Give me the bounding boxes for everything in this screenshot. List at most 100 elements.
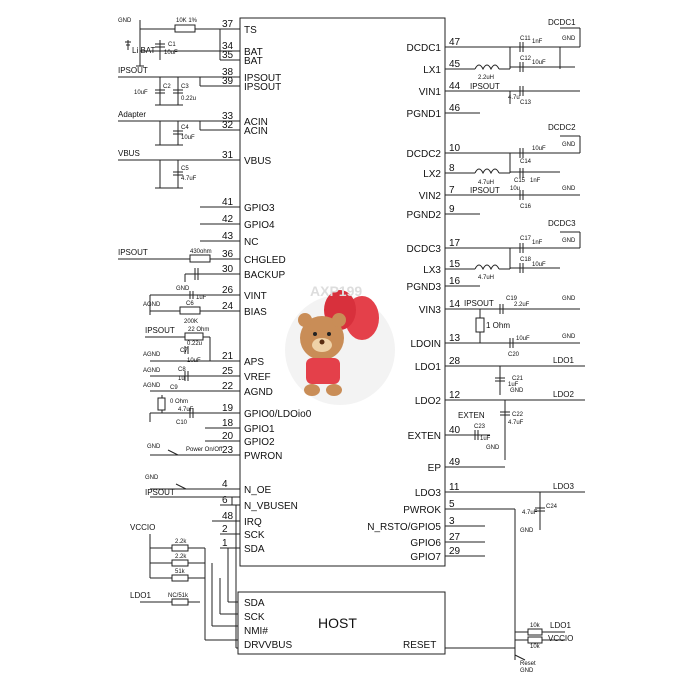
ldo1-label-reset: LDO1 bbox=[550, 621, 571, 630]
c16-val: 10u bbox=[510, 186, 520, 192]
left-pin-number: 25 bbox=[222, 366, 234, 377]
l3-label: 4.7uH bbox=[478, 275, 494, 281]
c23-val: 1uF bbox=[480, 436, 491, 442]
right-pin-number: 28 bbox=[449, 356, 461, 367]
left-pin-number: 4 bbox=[222, 479, 228, 490]
ipsout-label-3: IPSOUT bbox=[145, 326, 175, 335]
right-pin-name: VIN2 bbox=[419, 191, 442, 202]
agnd-label-4: AGND bbox=[143, 383, 161, 389]
r-ts-label: 10K 1% bbox=[176, 18, 198, 24]
right-pin-name: DCDC1 bbox=[407, 43, 442, 54]
right-pin-number: 3 bbox=[449, 516, 455, 527]
c8-label: C8 bbox=[178, 367, 186, 373]
left-pin-number: 1 bbox=[222, 538, 228, 549]
right-pin-number: 49 bbox=[449, 457, 461, 468]
li-bat-label: Li BAT bbox=[132, 46, 156, 55]
left-pin-name: IPSOUT bbox=[244, 82, 281, 93]
gnd-label-top: GND bbox=[118, 18, 132, 24]
c23-label: C23 bbox=[474, 424, 486, 430]
right-pin-name: LX3 bbox=[423, 265, 441, 276]
left-pin-number: 41 bbox=[222, 197, 234, 208]
c13-val: 4.7u bbox=[508, 95, 520, 101]
right-pin-name: VIN1 bbox=[419, 87, 442, 98]
left-pin-name: TS bbox=[244, 25, 257, 36]
left-pin-number: 19 bbox=[222, 403, 234, 414]
r-reset2-label: 10k bbox=[530, 644, 541, 650]
gnd-label-r9: GND bbox=[520, 528, 534, 534]
c5-val: 4.7uF bbox=[181, 176, 197, 182]
gnd-label-noe: GND bbox=[145, 475, 159, 481]
ldo3-label: LDO3 bbox=[553, 482, 574, 491]
right-pin-name: EP bbox=[428, 463, 442, 474]
left-pin-name: IPSOUT bbox=[244, 73, 281, 84]
c20-val: 10uF bbox=[516, 336, 530, 342]
gnd-label-r6: GND bbox=[562, 334, 576, 340]
c10-label: C10 bbox=[176, 420, 188, 426]
left-pin-name: GPIO2 bbox=[244, 437, 275, 448]
dcdc2-label: DCDC2 bbox=[548, 123, 576, 132]
left-pin-number: 23 bbox=[222, 445, 234, 456]
adapter-label: Adapter bbox=[118, 110, 146, 119]
ldo1-label-left: LDO1 bbox=[130, 591, 151, 600]
left-pin-name: PWRON bbox=[244, 451, 282, 462]
l2-label: 4.7uH bbox=[478, 180, 494, 186]
c19-label: C19 bbox=[506, 296, 518, 302]
left-pin-number: 22 bbox=[222, 381, 234, 392]
left-pin-name: SDA bbox=[244, 544, 265, 555]
c3-val: 0.22u bbox=[181, 96, 196, 102]
right-pin-name: DCDC3 bbox=[407, 244, 442, 255]
right-pin-number: 10 bbox=[449, 143, 461, 154]
agnd-label-3: AGND bbox=[143, 368, 161, 374]
ldo2-label: LDO2 bbox=[553, 390, 574, 399]
right-pin-name: EXTEN bbox=[408, 431, 441, 442]
c13-label: C13 bbox=[520, 100, 532, 106]
host-pin-drvvbus: DRVVBUS bbox=[244, 640, 292, 651]
gnd-label-r8: GND bbox=[486, 445, 500, 451]
host-pin-nmi: NMI# bbox=[244, 626, 268, 637]
dcdc3-label: DCDC3 bbox=[548, 219, 576, 228]
left-pin-name: ACIN bbox=[244, 126, 268, 137]
right-pin-name: VIN3 bbox=[419, 305, 442, 316]
left-pin-number: 20 bbox=[222, 431, 234, 442]
c16-label: C16 bbox=[520, 204, 532, 210]
gnd-label-pwron: GND bbox=[147, 444, 161, 450]
left-pin-number: 24 bbox=[222, 301, 234, 312]
l1-label: 2.2uH bbox=[478, 75, 494, 81]
left-pin-name: VINT bbox=[244, 291, 267, 302]
left-pin-name: VREF bbox=[244, 372, 271, 383]
vbus-label: VBUS bbox=[118, 149, 140, 158]
left-pin-name: BACKUP bbox=[244, 270, 285, 281]
c17-val: 1nF bbox=[532, 240, 543, 246]
gnd-label-r2: GND bbox=[562, 142, 576, 148]
gnd-label-r7: GND bbox=[510, 388, 524, 394]
left-pin-number: 42 bbox=[222, 214, 234, 225]
c15-label: C15 bbox=[514, 178, 526, 184]
right-pin-number: 5 bbox=[449, 499, 455, 510]
vccio-label-reset: VCCIO bbox=[548, 634, 573, 643]
right-pin-number: 16 bbox=[449, 276, 461, 287]
right-wiring: DCDC1 C11 1nF C12 10uF 2.2uH GND IPSOUT … bbox=[445, 18, 585, 674]
c20-label: C20 bbox=[508, 352, 520, 358]
c22-label: C22 bbox=[512, 412, 524, 418]
left-pin-name: VBUS bbox=[244, 156, 272, 167]
r-irq-label: 51k bbox=[175, 569, 186, 575]
r-chg-label: 430ohm bbox=[190, 249, 212, 255]
right-pin-number: 46 bbox=[449, 103, 461, 114]
c22-val: 4.7uF bbox=[508, 420, 524, 426]
c14-label: C14 bbox=[520, 159, 532, 165]
right-pin-number: 27 bbox=[449, 532, 461, 543]
c8-val: 1u bbox=[178, 376, 185, 382]
c1-label: C1 bbox=[168, 42, 176, 48]
left-pin-name: CHGLED bbox=[244, 255, 286, 266]
right-pin-name: LDO3 bbox=[415, 488, 442, 499]
right-pin-number: 9 bbox=[449, 204, 455, 215]
left-pin-name: IRQ bbox=[244, 517, 262, 528]
host-pin-sck: SCK bbox=[244, 612, 265, 623]
ipsout-label-1: IPSOUT bbox=[118, 66, 148, 75]
right-pin-name: PGND2 bbox=[407, 210, 442, 221]
c24-val: 4.7uF bbox=[522, 510, 538, 516]
c6-val: 1uF bbox=[196, 295, 207, 301]
left-pin-name: GPIO3 bbox=[244, 203, 275, 214]
left-pin-name: NC bbox=[244, 237, 258, 248]
